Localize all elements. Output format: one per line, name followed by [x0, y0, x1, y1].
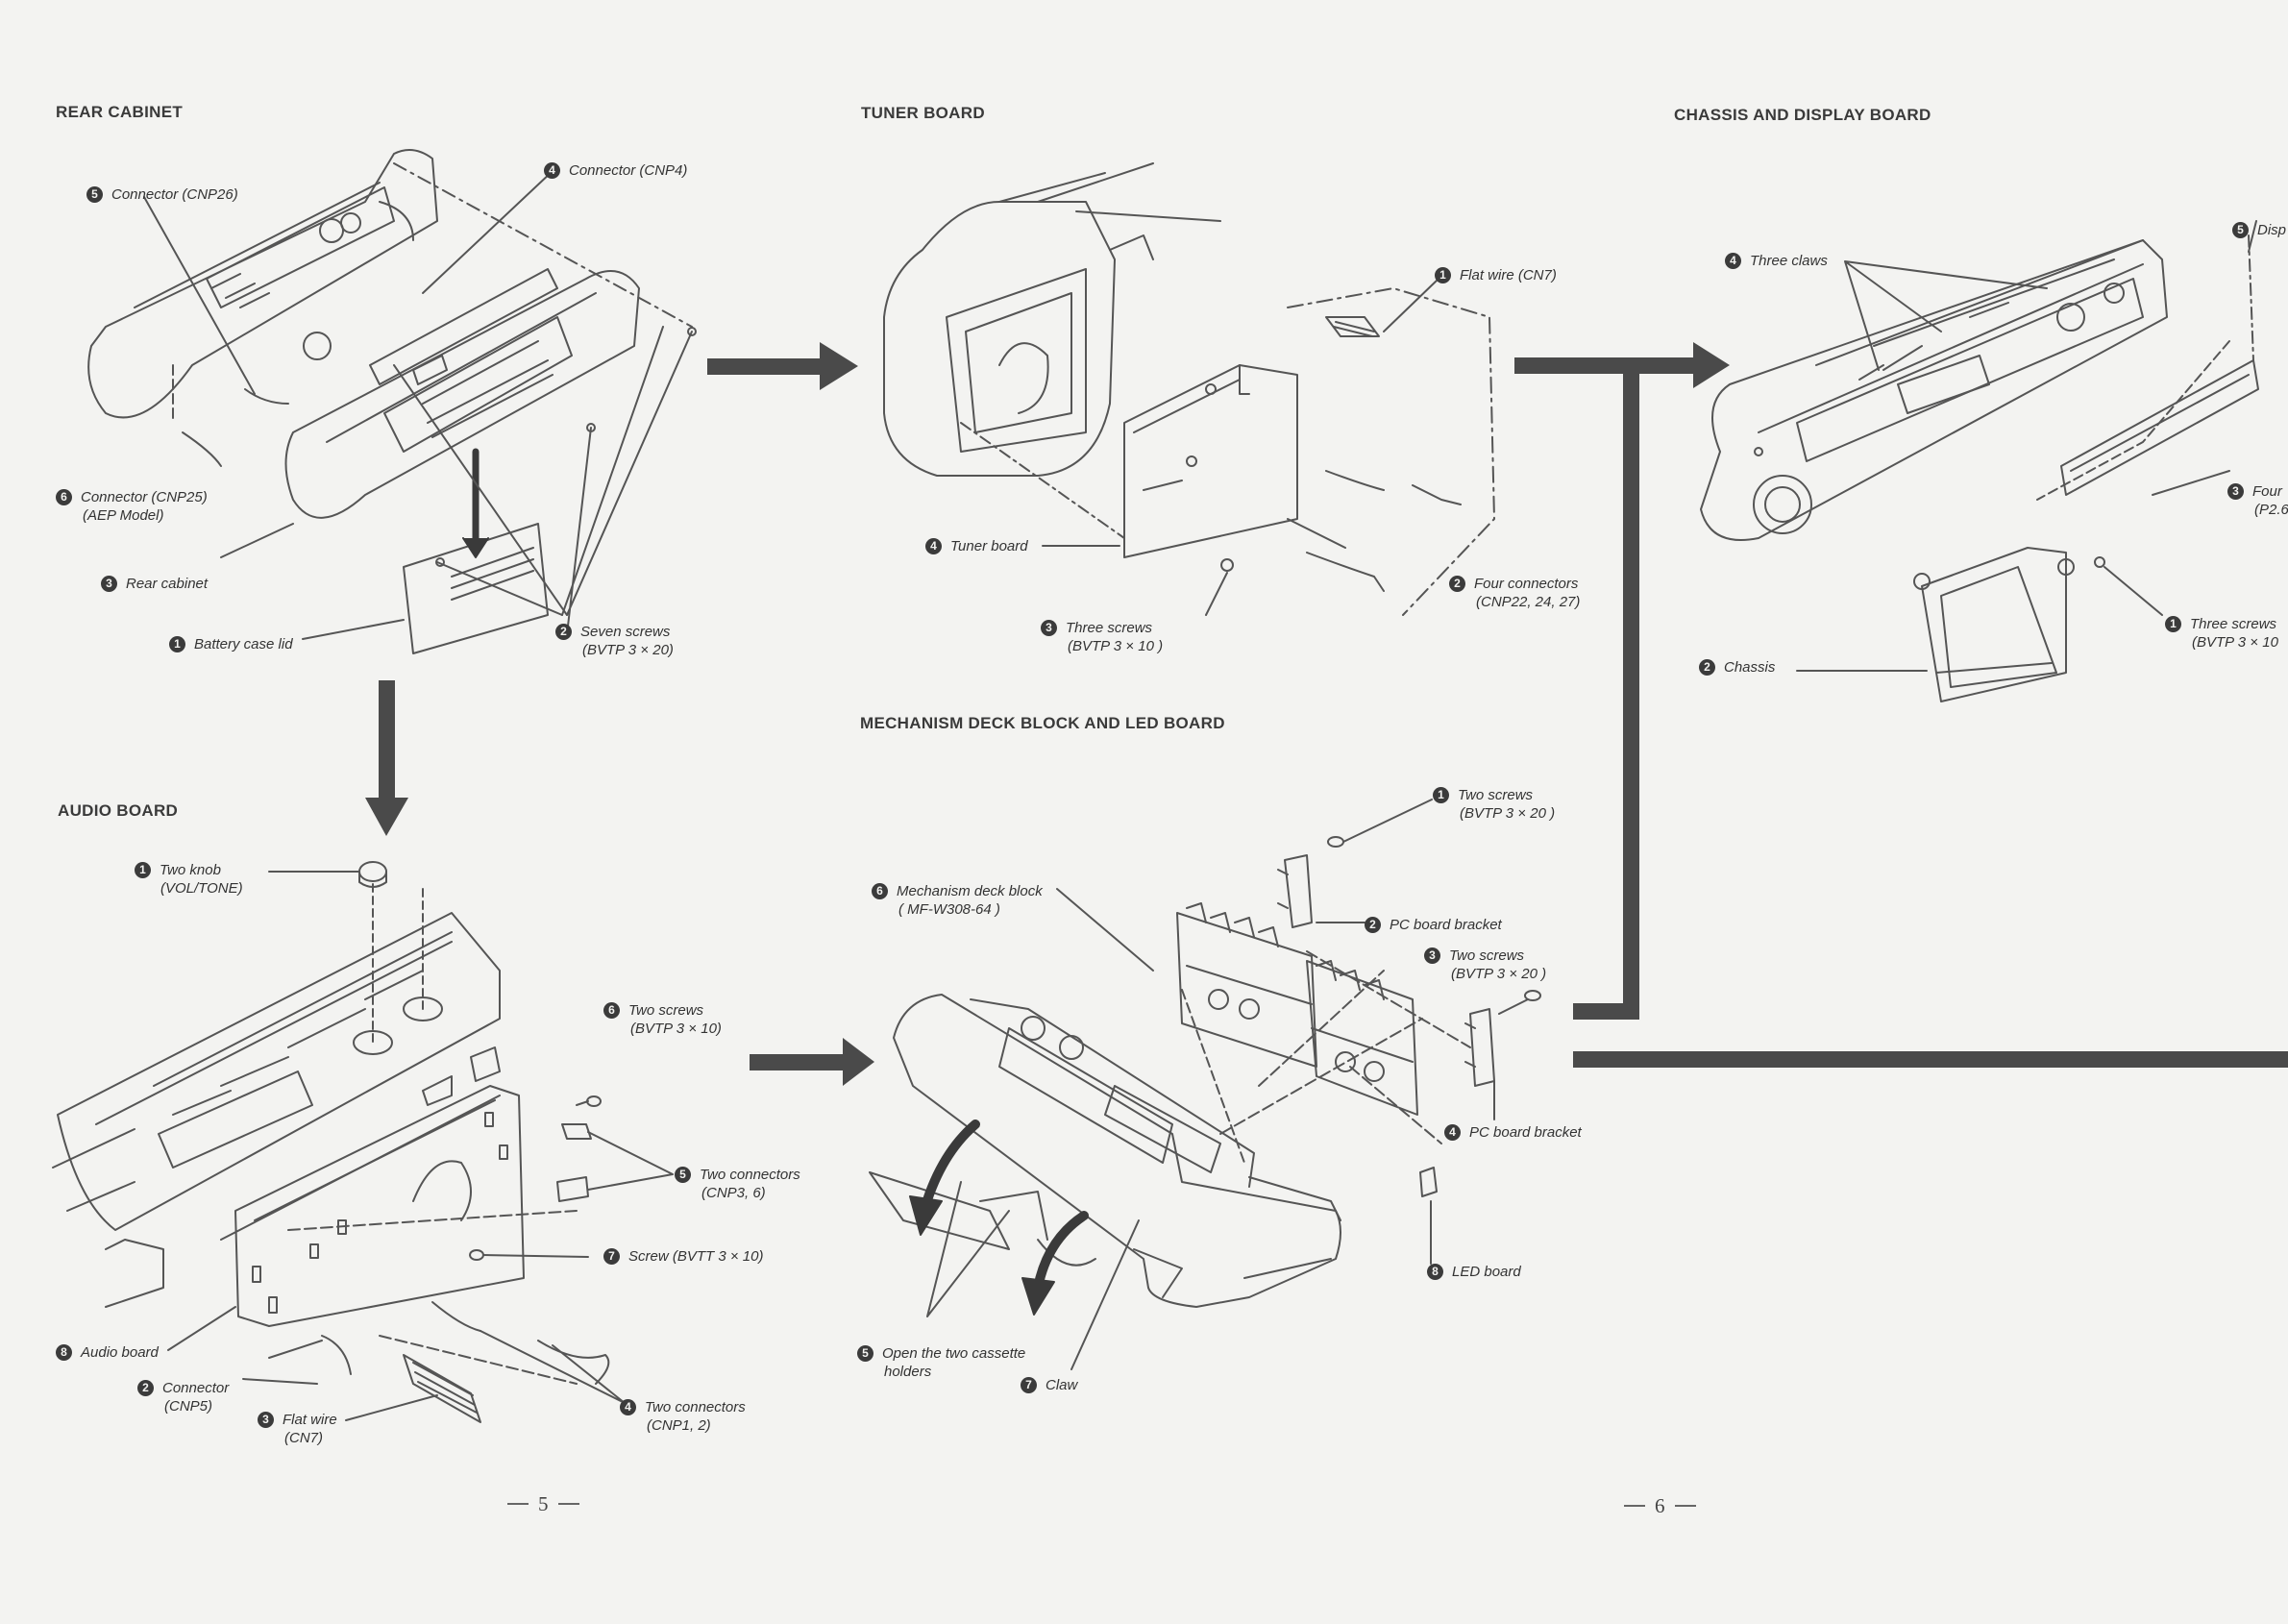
process-arrows	[365, 342, 2288, 1086]
tuner-board-drawing	[883, 162, 1495, 616]
page-number-right: 6	[1614, 1494, 1706, 1518]
section-title-mechanism: MECHANISM DECK BLOCK AND LED BOARD	[860, 714, 1225, 732]
rear-cabinet-drawing	[87, 149, 697, 654]
chassis-display-drawing	[1700, 220, 2259, 702]
audio-board-drawing	[52, 861, 674, 1423]
section-title-tuner-board: TUNER BOARD	[861, 104, 985, 122]
section-title-audio-board: AUDIO BOARD	[58, 801, 179, 820]
mechanism-deck-drawing	[869, 799, 1541, 1370]
section-title-chassis-display: CHASSIS AND DISPLAY BOARD	[1674, 106, 1931, 124]
page-number-left: 5	[498, 1492, 589, 1516]
section-title-rear-cabinet: REAR CABINET	[56, 103, 184, 121]
